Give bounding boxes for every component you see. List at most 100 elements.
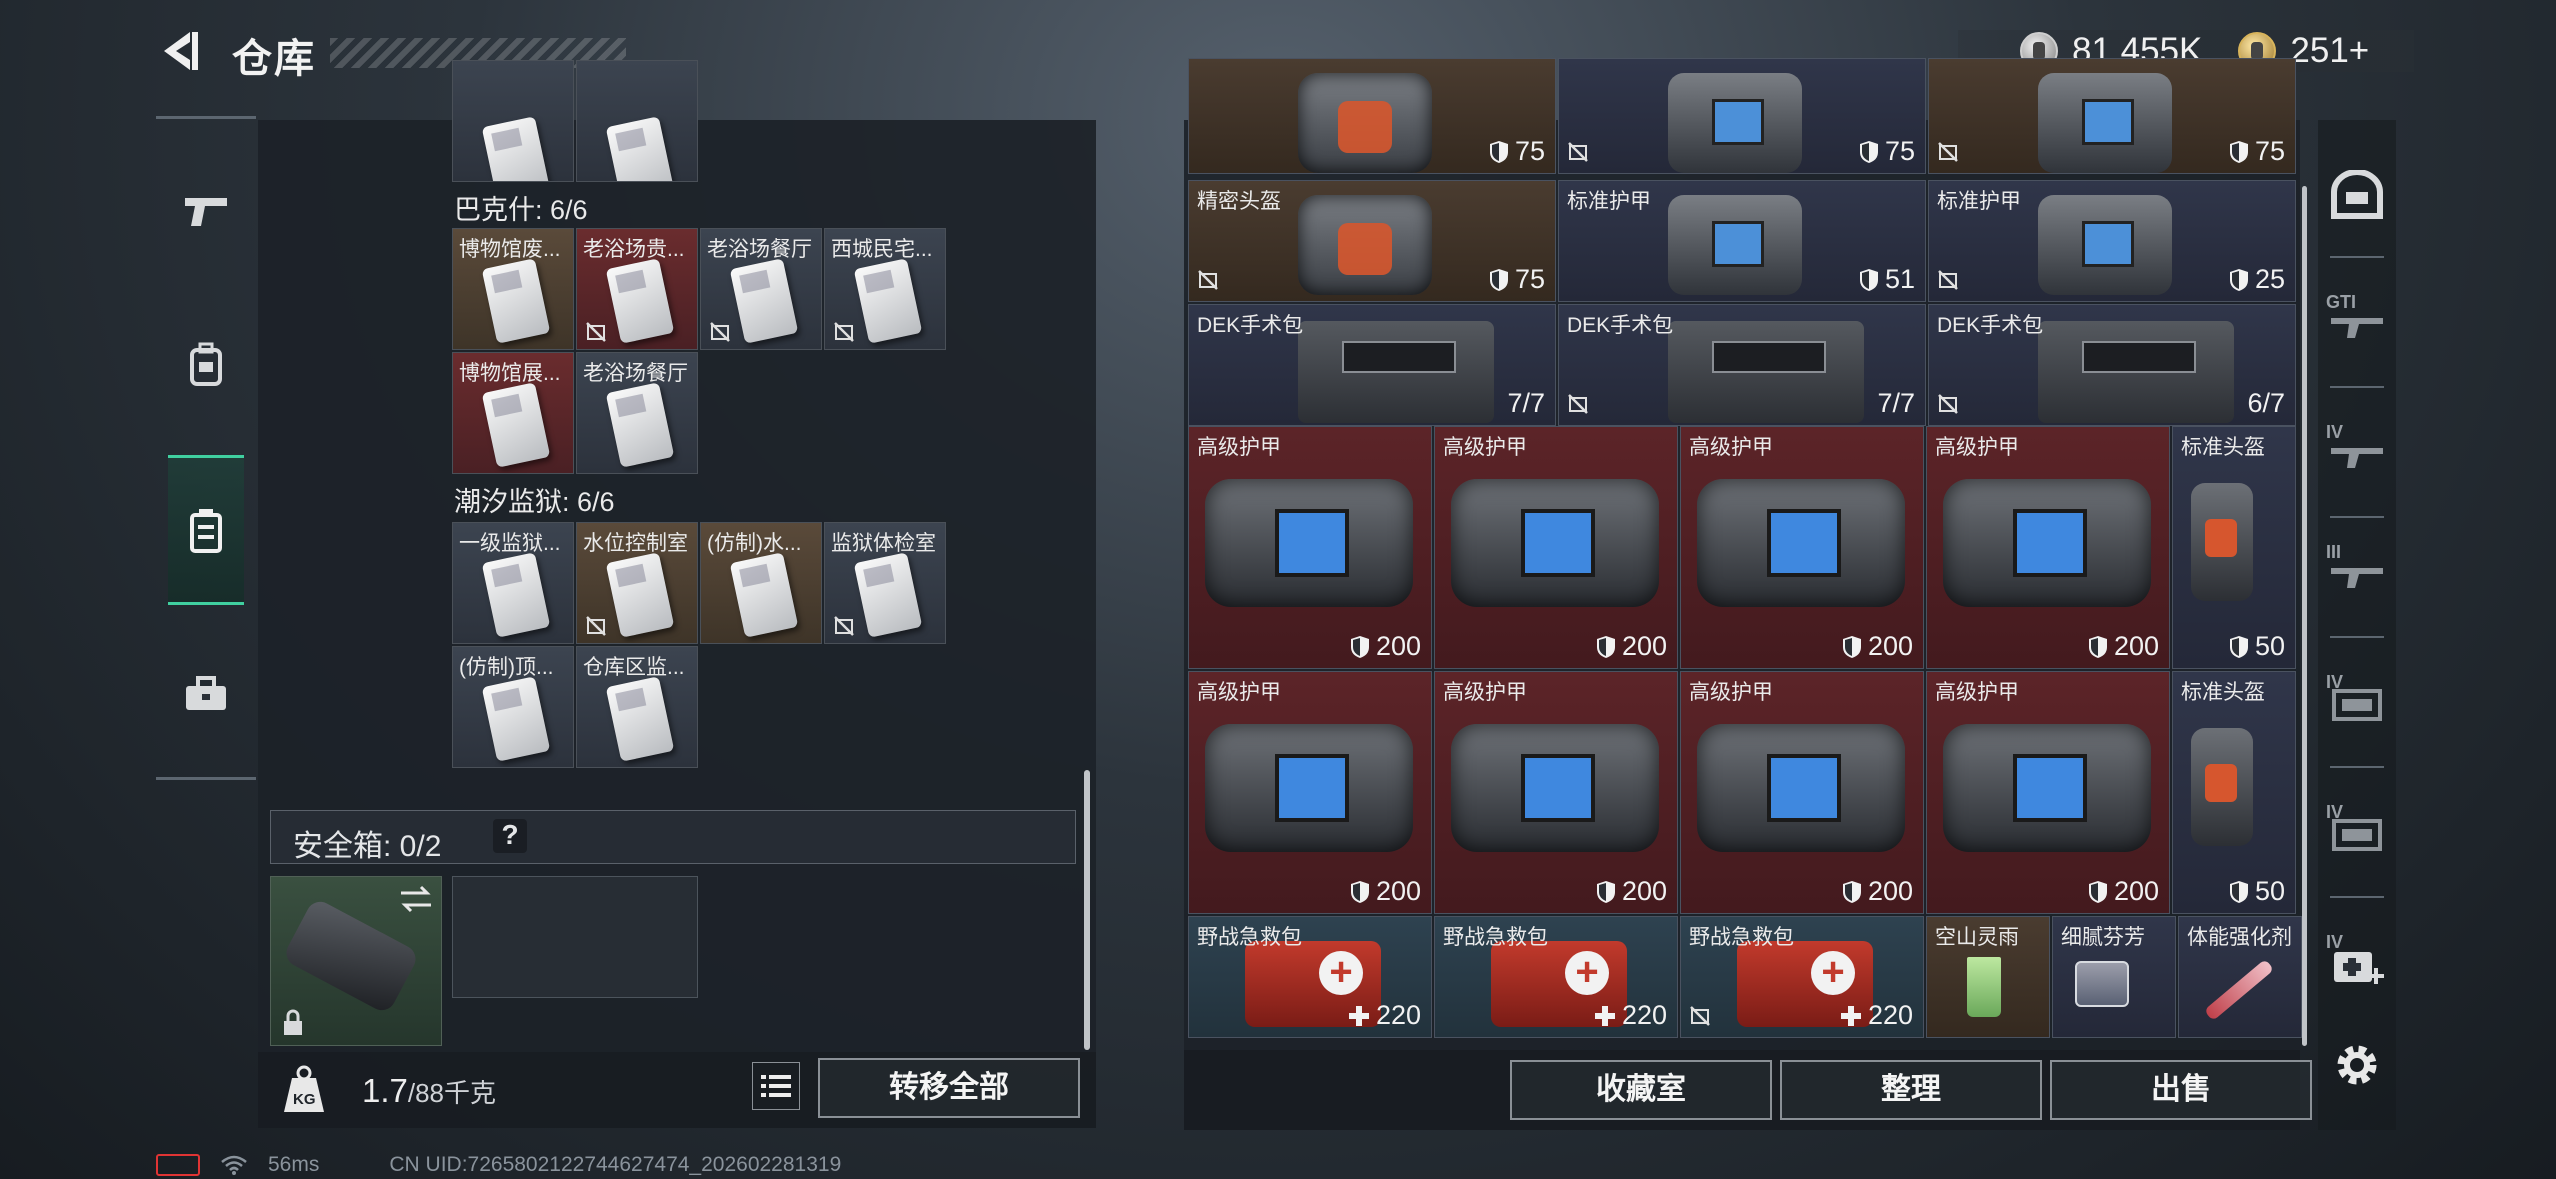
not-tradable-icon bbox=[709, 321, 731, 343]
safe-box-empty-slot[interactable] bbox=[452, 876, 698, 998]
item-name: 野战急救包 bbox=[1689, 926, 1794, 949]
status-bar: 56ms CN UID:7265802122744627474_20260228… bbox=[156, 1152, 956, 1178]
stash-item[interactable]: 75 bbox=[1928, 58, 2296, 174]
rail-slot-rifle-iii[interactable]: III bbox=[2324, 540, 2390, 614]
rail-divider bbox=[2330, 256, 2384, 258]
not-tradable-icon bbox=[585, 321, 607, 343]
tier-label: IV bbox=[2326, 422, 2344, 442]
rail-slot-rifle-iv[interactable]: IV bbox=[2324, 420, 2390, 494]
rail-slot-gti-rifle[interactable]: GTI bbox=[2324, 290, 2390, 364]
item-durability-badge: 200 bbox=[1842, 876, 1913, 907]
keycard-item[interactable]: 博物馆废... bbox=[452, 228, 574, 350]
item-name: 野战急救包 bbox=[1443, 926, 1548, 949]
nav-keycards[interactable] bbox=[168, 455, 244, 605]
item-durability-badge: 50 bbox=[2229, 876, 2285, 907]
tier-label: IV bbox=[2326, 672, 2344, 692]
rail-slot-helmet-slot[interactable] bbox=[2324, 160, 2390, 234]
list-icon bbox=[761, 1075, 791, 1097]
keycard-item[interactable]: (仿制)顶... bbox=[452, 646, 574, 768]
help-button[interactable]: ? bbox=[493, 819, 527, 853]
keycard-name: 一级监狱... bbox=[459, 532, 561, 555]
container-iv-b-icon bbox=[2332, 817, 2382, 858]
keycard-item[interactable]: 老浴场贵... bbox=[576, 228, 698, 350]
left-scrollbar[interactable] bbox=[1084, 770, 1090, 1050]
medkit-case-icon bbox=[1668, 321, 1864, 423]
nav-supplies[interactable] bbox=[168, 619, 244, 769]
not-tradable-icon bbox=[585, 615, 607, 637]
safe-box-item[interactable] bbox=[270, 876, 442, 1046]
keycard-icon bbox=[853, 552, 923, 638]
gold-currency-amount[interactable]: 251+ bbox=[2290, 31, 2370, 70]
item-name: 细腻芬芳 bbox=[2061, 926, 2145, 949]
settings-gear-icon[interactable] bbox=[2332, 1040, 2382, 1090]
list-view-button[interactable] bbox=[752, 1062, 800, 1110]
keycard-item[interactable]: 西城民宅... bbox=[824, 228, 946, 350]
vest-large-icon bbox=[1943, 724, 2151, 852]
tier-label: GTI bbox=[2326, 292, 2356, 312]
stash-item[interactable]: 75 bbox=[1188, 58, 1556, 174]
helmet-tall-icon bbox=[2191, 483, 2253, 601]
back-arrow-icon[interactable] bbox=[156, 28, 202, 74]
keycard-item[interactable]: 老浴场餐厅 bbox=[576, 352, 698, 474]
rail-divider bbox=[2330, 896, 2384, 898]
item-value: 50 bbox=[2254, 876, 2285, 906]
vest-large-icon bbox=[1205, 724, 1413, 852]
keycard-item[interactable]: 博物馆展... bbox=[452, 352, 574, 474]
helmet-slot-icon bbox=[2330, 168, 2384, 225]
keycard-item[interactable]: 水位控制室 bbox=[576, 522, 698, 644]
stash-item[interactable]: 细腻芬芳 bbox=[2052, 916, 2176, 1038]
item-value: 50 bbox=[2254, 631, 2285, 661]
collection-room-button[interactable]: 收藏室 bbox=[1510, 1060, 1772, 1120]
keycard-item[interactable]: 仓库区监... bbox=[576, 646, 698, 768]
left-category-nav bbox=[156, 116, 256, 780]
stash-item[interactable]: 体能强化剂 bbox=[2178, 916, 2302, 1038]
drink-icon bbox=[1967, 957, 2001, 1017]
keycard-item[interactable]: (仿制)水... bbox=[700, 522, 822, 644]
keycard-item[interactable]: 老浴场餐厅 bbox=[700, 228, 822, 350]
not-tradable-icon bbox=[833, 321, 855, 343]
keycard-item[interactable]: 一级监狱... bbox=[452, 522, 574, 644]
rail-slot-medkit-iv[interactable]: IV bbox=[2324, 930, 2390, 1004]
stash-scrollbar[interactable] bbox=[2302, 186, 2307, 1046]
helmet-big-icon bbox=[1298, 195, 1432, 295]
rail-slot-container-iv-b[interactable]: IV bbox=[2324, 800, 2390, 874]
stash-item[interactable]: 75 bbox=[1558, 58, 1926, 174]
sort-button[interactable]: 整理 bbox=[1780, 1060, 2042, 1120]
keycard-name: 西城民宅... bbox=[831, 238, 933, 261]
keycard-slot[interactable] bbox=[452, 60, 574, 182]
sell-button[interactable]: 出售 bbox=[2050, 1060, 2312, 1120]
rail-slot-container-iv[interactable]: IV bbox=[2324, 670, 2390, 744]
stash-item[interactable]: 空山灵雨 bbox=[1926, 916, 2050, 1038]
item-name: 高级护甲 bbox=[1935, 681, 2019, 704]
keycard-slot[interactable] bbox=[576, 60, 698, 182]
nav-weapons[interactable] bbox=[168, 135, 244, 285]
nav-equipment[interactable] bbox=[168, 289, 244, 439]
transfer-all-button[interactable]: 转移全部 bbox=[818, 1058, 1080, 1118]
weight-value: 1.7 bbox=[362, 1072, 408, 1109]
rifle-iv-icon bbox=[2329, 440, 2385, 475]
item-durability-badge: 200 bbox=[1350, 631, 1421, 662]
rail-divider bbox=[2330, 766, 2384, 768]
keycard-icon bbox=[481, 676, 551, 762]
keycard-item[interactable]: 监狱体检室 bbox=[824, 522, 946, 644]
not-tradable-icon bbox=[1937, 393, 1961, 417]
